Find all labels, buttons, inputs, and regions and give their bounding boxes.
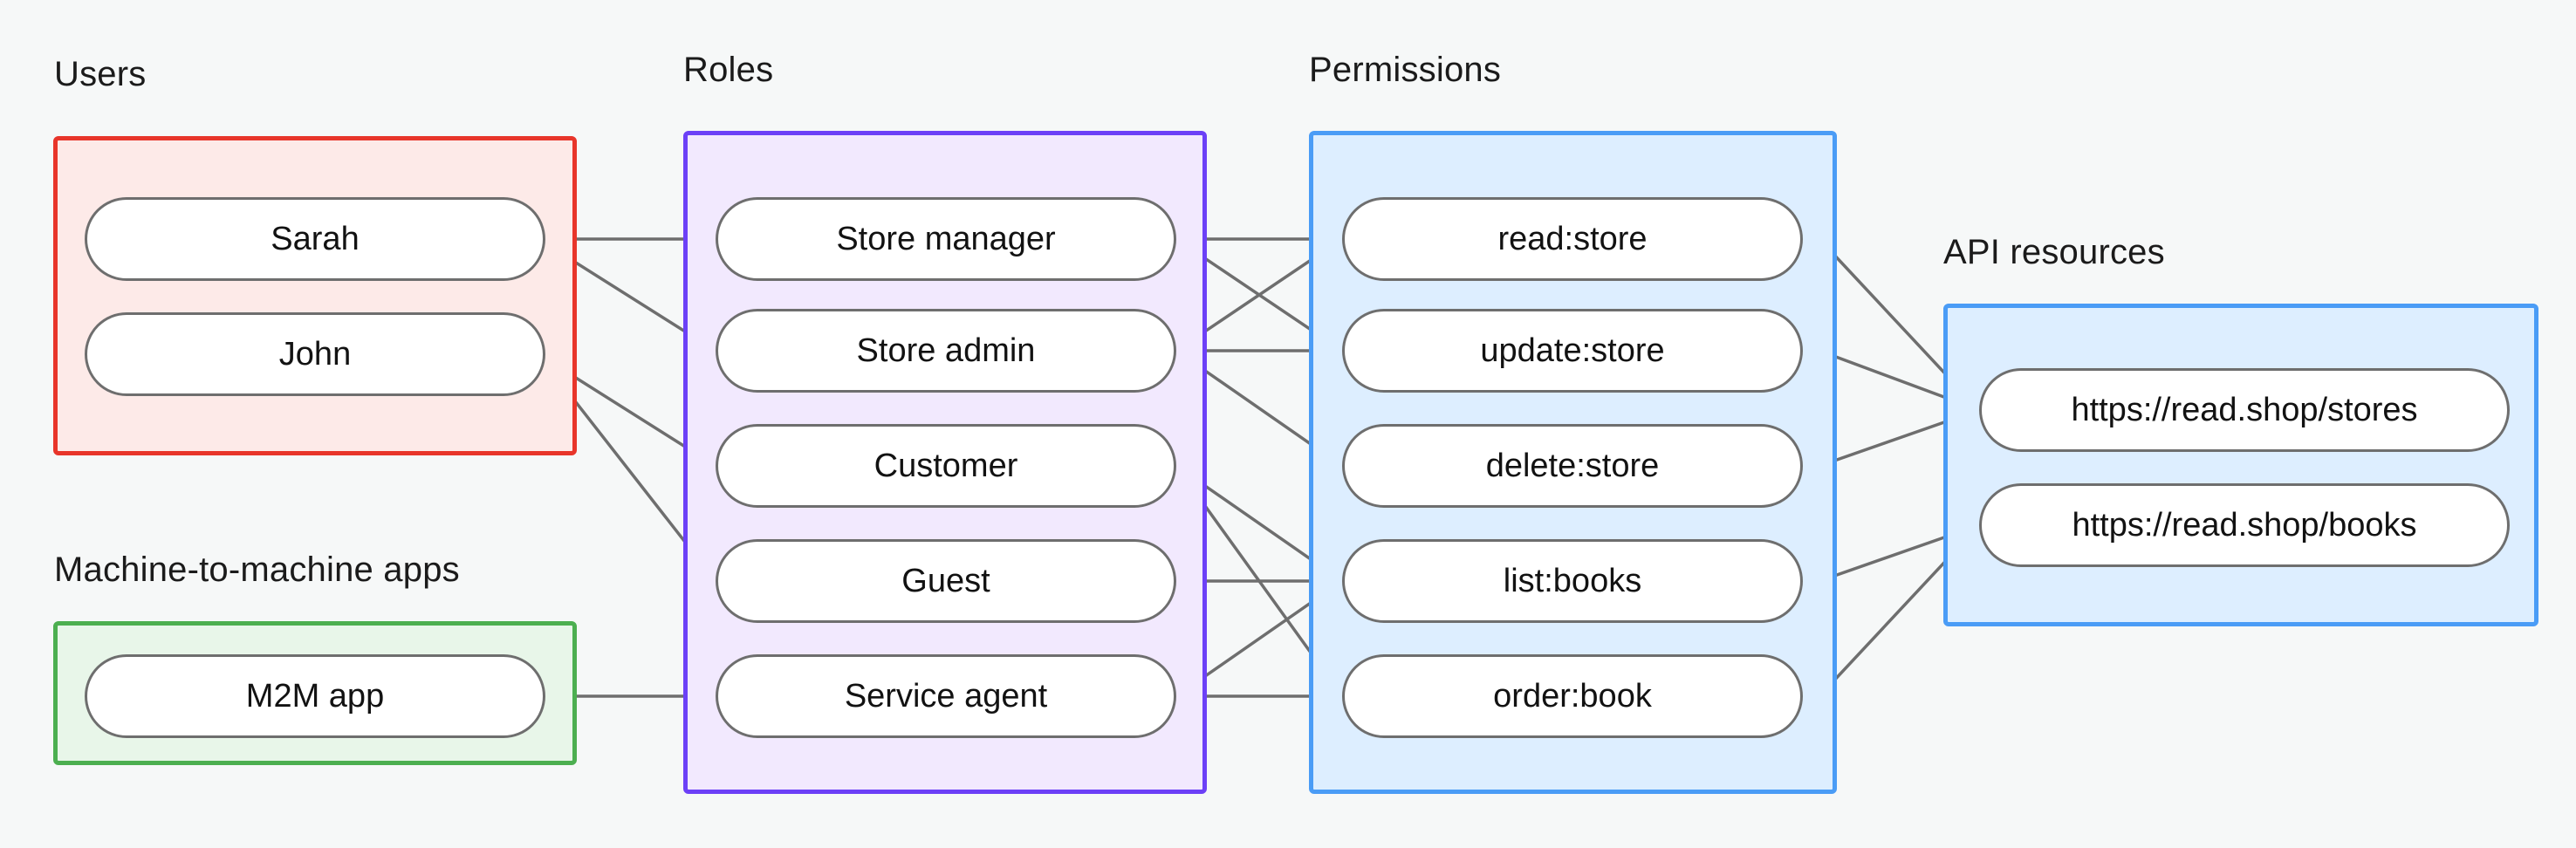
node-permission-list-books[interactable]: list:books	[1342, 539, 1803, 623]
node-permission-update-store[interactable]: update:store	[1342, 309, 1803, 393]
node-label: https://read.shop/stores	[2071, 391, 2418, 428]
group-box-api-resources	[1943, 304, 2538, 626]
node-role-service-agent[interactable]: Service agent	[716, 654, 1176, 738]
node-user-sarah[interactable]: Sarah	[85, 197, 545, 281]
node-permission-order-book[interactable]: order:book	[1342, 654, 1803, 738]
node-label: John	[278, 335, 352, 373]
group-title-roles: Roles	[683, 51, 774, 89]
node-label: Sarah	[271, 220, 360, 257]
node-label: order:book	[1493, 677, 1652, 715]
node-label: Customer	[874, 447, 1018, 484]
node-m2m-app[interactable]: M2M app	[85, 654, 545, 738]
node-label: read:store	[1497, 220, 1648, 257]
group-title-users: Users	[54, 55, 147, 93]
node-api-resource-books[interactable]: https://read.shop/books	[1979, 483, 2510, 567]
group-box-users	[53, 136, 577, 455]
node-role-guest[interactable]: Guest	[716, 539, 1176, 623]
node-label: list:books	[1503, 562, 1642, 599]
node-label: delete:store	[1485, 447, 1660, 484]
node-label: update:store	[1480, 332, 1665, 369]
group-title-permissions: Permissions	[1309, 51, 1502, 89]
node-label: Store manager	[836, 220, 1056, 257]
group-title-api-resources: API resources	[1943, 233, 2165, 271]
node-label: M2M app	[245, 677, 385, 715]
node-role-store-admin[interactable]: Store admin	[716, 309, 1176, 393]
node-permission-read-store[interactable]: read:store	[1342, 197, 1803, 281]
node-api-resource-stores[interactable]: https://read.shop/stores	[1979, 368, 2510, 452]
node-role-customer[interactable]: Customer	[716, 424, 1176, 508]
node-role-store-manager[interactable]: Store manager	[716, 197, 1176, 281]
node-label: Store admin	[856, 332, 1036, 369]
node-label: Service agent	[844, 677, 1048, 715]
node-permission-delete-store[interactable]: delete:store	[1342, 424, 1803, 508]
group-title-m2m: Machine-to-machine apps	[54, 551, 460, 589]
node-user-john[interactable]: John	[85, 312, 545, 396]
node-label: Guest	[901, 562, 990, 599]
node-label: https://read.shop/books	[2072, 506, 2417, 544]
